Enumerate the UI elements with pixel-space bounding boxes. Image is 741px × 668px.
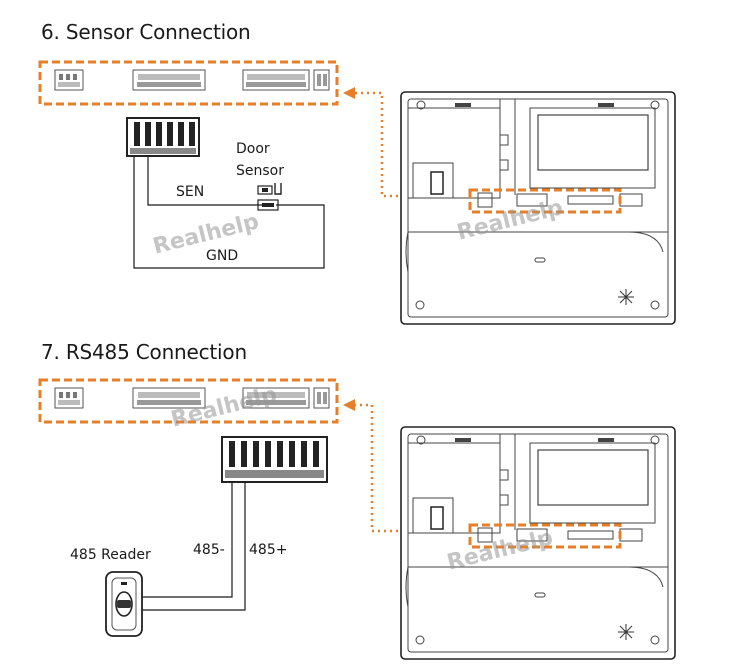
wire-label-sen: SEN [176, 184, 205, 200]
reader-label: 485 Reader [70, 547, 151, 563]
section-title-sensor: 6. Sensor Connection [41, 20, 251, 44]
door-sensor-label-line2: Sensor [236, 163, 284, 179]
sensor-terminal-strip [38, 60, 339, 106]
door-sensor-icon [257, 183, 282, 211]
sensor-wires [133, 156, 325, 269]
wire-label-gnd: GND [206, 248, 239, 264]
rs485-wires [140, 482, 246, 611]
wire-label-485-minus: 485- [193, 542, 225, 558]
wire-label-485-plus: 485+ [249, 542, 288, 558]
sensor-plug-connector [126, 117, 200, 157]
door-sensor-label-line1: Door [236, 141, 270, 157]
rs485-plug-connector [221, 436, 328, 483]
section-title-rs485: 7. RS485 Connection [41, 340, 247, 364]
reader-device-icon [105, 571, 143, 637]
